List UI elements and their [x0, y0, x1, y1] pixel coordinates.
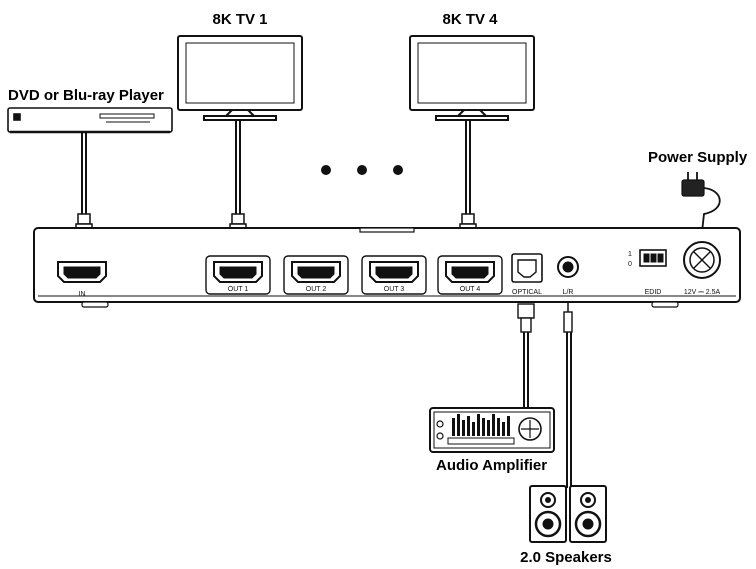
tv1-label: 8K TV 1	[212, 11, 267, 28]
audio-amplifier	[429, 407, 555, 453]
tv1-monitor	[177, 35, 303, 121]
hdmi-out3-port	[361, 255, 427, 295]
tv4-monitor	[409, 35, 535, 121]
hdmi-in-port	[57, 261, 107, 283]
dc-power-jack	[683, 241, 721, 279]
edid-dip-switch	[639, 249, 667, 267]
in-port-label: IN	[79, 291, 86, 298]
source-label: DVD or Blu-ray Player	[8, 87, 164, 104]
hdmi-out2-port	[283, 255, 349, 295]
optical-port	[511, 253, 543, 283]
optical-port-label: OPTICAL	[512, 289, 542, 296]
dvd-player	[7, 107, 173, 134]
dc-rating-label: 12V ⎓ 2.5A	[684, 289, 721, 296]
hdmi-out1-port	[205, 255, 271, 295]
out1-port-label: OUT 1	[228, 286, 249, 293]
optical-cable	[517, 303, 535, 410]
out4-port-label: OUT 4	[460, 286, 481, 293]
lr-audio-jack	[557, 256, 579, 278]
out3-port-label: OUT 3	[384, 286, 405, 293]
power-supply-label: Power Supply	[648, 149, 748, 166]
amplifier-label: Audio Amplifier	[436, 457, 547, 474]
edid-switch-bottom-label: 0	[628, 261, 632, 268]
hdmi-out4-port	[437, 255, 503, 295]
ellipsis-dots	[321, 165, 403, 175]
right-speaker	[569, 485, 607, 543]
tv4-label: 8K TV 4	[442, 11, 498, 28]
lr-audio-cable	[563, 302, 573, 488]
out2-port-label: OUT 2	[306, 286, 327, 293]
lr-port-label: L/R	[563, 289, 574, 296]
edid-switch-top-label: 1	[628, 251, 632, 258]
edid-label: EDID	[645, 289, 662, 296]
speakers-label: 2.0 Speakers	[520, 549, 612, 566]
left-speaker	[529, 485, 567, 543]
